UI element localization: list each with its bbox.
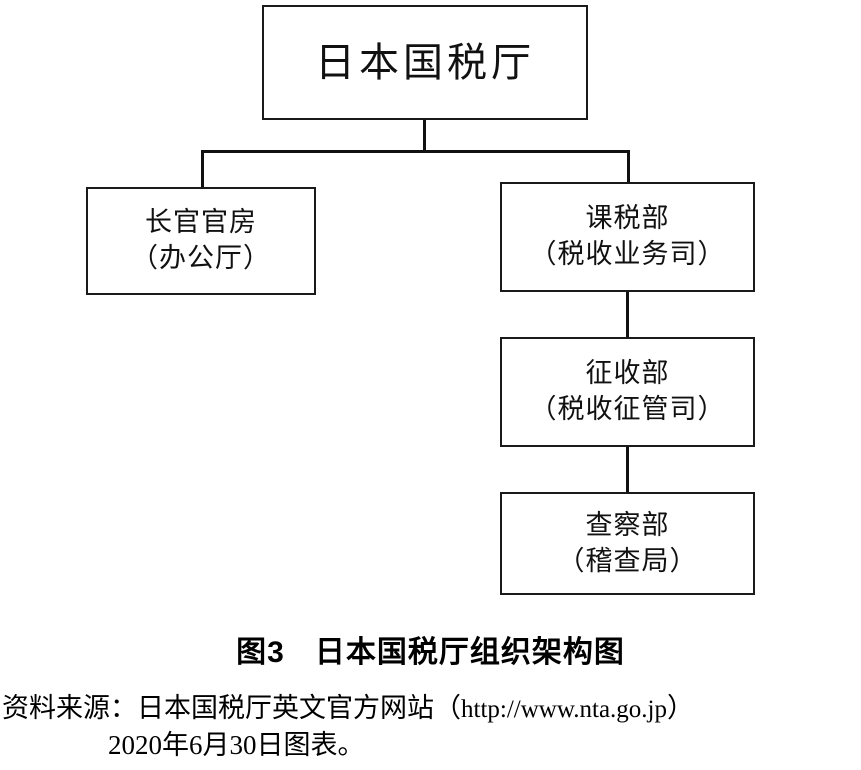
org-node-taxation-sublabel: （税收业务司）: [529, 239, 726, 269]
figure-caption-title: 日本国税厅组织架构图: [314, 636, 625, 669]
source-note-line2: 2020年6月30日图表。: [108, 729, 365, 760]
source-note-suffix: ）: [667, 693, 695, 723]
org-node-secretariat: 长官官房 （办公厅）: [86, 187, 316, 295]
figure-caption-number: 图3: [236, 636, 285, 669]
org-node-taxation: 课税部 （税收业务司）: [500, 182, 755, 292]
org-node-root-label: 日本国税厅: [315, 39, 535, 85]
source-note-prefix: 资料来源：日本国税厅英文官方网站（: [2, 693, 461, 723]
connector-root-stem: [423, 120, 426, 152]
org-node-collection: 征收部 （税收征管司）: [500, 337, 755, 447]
source-note-url: http://www.nta.go.jp: [461, 696, 668, 723]
connector-taxation-collection: [626, 292, 629, 339]
figure-caption: 图3 日本国税厅组织架构图: [0, 627, 861, 671]
org-node-taxation-label: 课税部: [585, 203, 670, 234]
org-node-inspection-label: 查察部: [585, 509, 670, 540]
source-note: 资料来源：日本国税厅英文官方网站（http://www.nta.go.jp） 2…: [2, 690, 859, 763]
org-node-secretariat-sublabel: （办公厅）: [131, 243, 271, 273]
connector-root-taxation: [627, 150, 630, 184]
org-node-collection-sublabel: （税收征管司）: [529, 394, 726, 424]
connector-collection-inspection: [626, 447, 629, 494]
connector-branch-bar: [201, 150, 630, 153]
org-node-root: 日本国税厅: [262, 5, 588, 120]
org-node-inspection: 查察部 （稽查局）: [500, 492, 755, 595]
connector-root-secretariat: [201, 150, 204, 189]
org-node-secretariat-label: 长官官房: [145, 207, 257, 238]
source-note-line1: 资料来源：日本国税厅英文官方网站（http://www.nta.go.jp）: [2, 690, 859, 727]
org-node-inspection-sublabel: （稽查局）: [557, 545, 698, 576]
org-node-collection-label: 征收部: [585, 358, 670, 389]
